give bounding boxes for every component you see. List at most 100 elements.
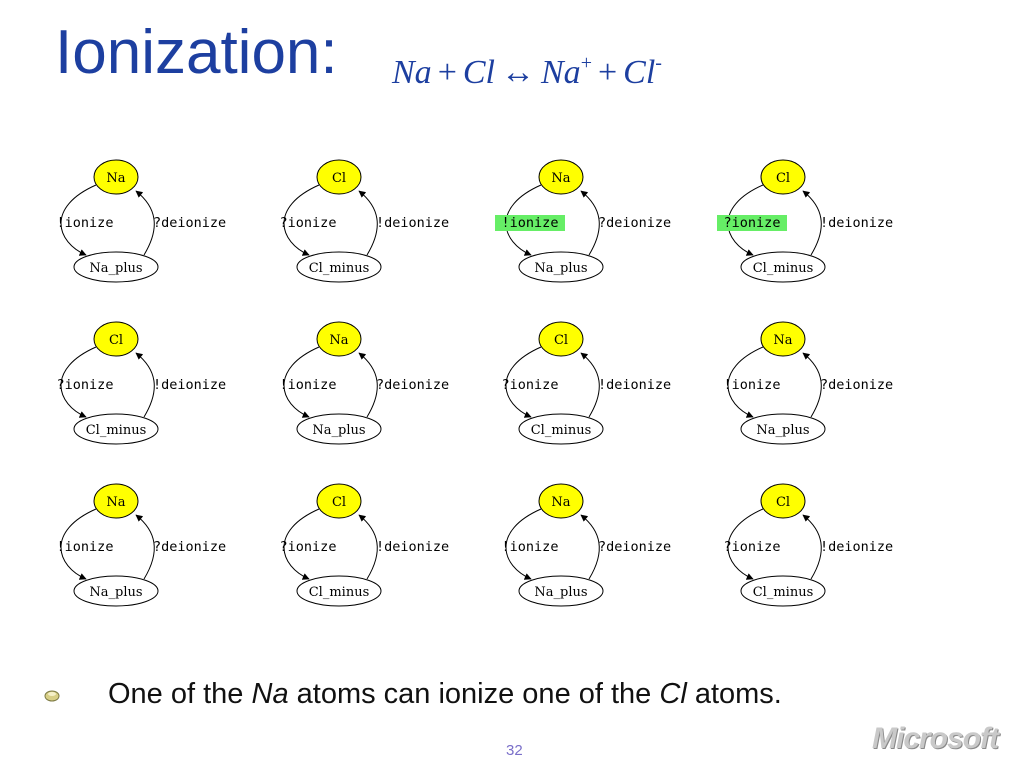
transition-arrow-right <box>135 190 155 256</box>
transition-arrow-left <box>60 508 97 580</box>
state-label-top: Na <box>106 171 125 186</box>
transition-arrow-left <box>60 184 97 256</box>
formula-cl-ion: Cl <box>623 54 656 91</box>
transition-label-left: !ionize <box>502 215 559 231</box>
caption-na: Na <box>251 678 289 710</box>
microsoft-logo: Microsoft <box>872 722 999 755</box>
transition-arrow-right <box>135 352 155 418</box>
transition-label-right: !deionize <box>376 215 449 231</box>
transition-label-right: !deionize <box>153 377 226 393</box>
state-label-top: Na <box>106 495 125 510</box>
state-label-bottom: Cl_minus <box>753 261 814 276</box>
slide-title: Ionization: <box>55 18 338 87</box>
caption-part-2: atoms can ionize one of the <box>288 678 660 710</box>
transition-highlight <box>495 215 565 231</box>
transition-label-right: ?deionize <box>598 215 671 231</box>
formula-na: Na <box>392 54 432 91</box>
reaction-formula: Na+Cl↔Na++Cl- <box>392 52 662 92</box>
transition-label-left: ?ionize <box>57 377 114 393</box>
state-node-bottom <box>296 413 382 445</box>
state-label-bottom: Cl_minus <box>531 423 592 438</box>
state-label-top: Na <box>773 333 792 348</box>
state-node-top <box>316 321 362 357</box>
transition-arrow-right <box>802 352 822 418</box>
transition-arrow-right <box>358 190 378 256</box>
state-label-bottom: Cl_minus <box>309 585 370 600</box>
state-label-top: Na <box>551 171 570 186</box>
state-label-top: Cl <box>554 333 568 348</box>
transition-label-left: !ionize <box>724 377 781 393</box>
formula-cl-charge: - <box>655 52 662 74</box>
transition-label-left: !ionize <box>57 539 114 555</box>
state-node-top <box>760 321 806 357</box>
transition-arrow-right <box>580 190 600 256</box>
transition-label-right: ?deionize <box>598 539 671 555</box>
state-node-bottom <box>296 251 382 283</box>
state-node-bottom <box>518 575 604 607</box>
state-node-bottom <box>518 251 604 283</box>
transition-label-left: !ionize <box>280 377 337 393</box>
transition-arrow-right <box>358 514 378 580</box>
state-node-bottom <box>73 413 159 445</box>
state-node-top <box>538 321 584 357</box>
transition-label-right: !deionize <box>820 539 893 555</box>
state-label-top: Cl <box>332 171 346 186</box>
formula-plus-2: + <box>597 54 618 91</box>
transition-arrow-left <box>727 346 764 418</box>
state-node-top <box>760 159 806 195</box>
state-node-bottom <box>73 251 159 283</box>
state-label-bottom: Na_plus <box>534 585 587 600</box>
transition-arrow-right <box>358 352 378 418</box>
transition-arrow-left <box>283 346 320 418</box>
formula-cl: Cl <box>462 54 495 91</box>
bullet-caption: One of the Na atoms can ionize one of th… <box>108 678 782 711</box>
state-label-bottom: Na_plus <box>534 261 587 276</box>
state-node-top <box>93 159 139 195</box>
state-label-top: Cl <box>776 495 790 510</box>
transition-label-left: ?ionize <box>724 215 781 231</box>
transition-arrow-left <box>505 346 542 418</box>
state-label-bottom: Na_plus <box>89 585 142 600</box>
state-label-top: Na <box>551 495 570 510</box>
transition-arrow-right <box>135 514 155 580</box>
formula-arrow: ↔ <box>501 54 535 91</box>
state-node-top <box>316 159 362 195</box>
transition-label-left: ?ionize <box>724 539 781 555</box>
transition-arrow-left <box>505 508 542 580</box>
state-label-bottom: Cl_minus <box>86 423 147 438</box>
formula-na-charge: + <box>580 52 592 74</box>
state-node-bottom <box>296 575 382 607</box>
transition-label-left: !ionize <box>502 539 559 555</box>
transition-arrow-right <box>580 352 600 418</box>
transition-arrow-left <box>60 346 97 418</box>
bullet-icon <box>44 690 60 702</box>
transition-label-right: !deionize <box>376 539 449 555</box>
transition-label-left: ?ionize <box>502 377 559 393</box>
caption-cl: Cl <box>659 678 687 710</box>
page-number: 32 <box>506 742 523 759</box>
formula-plus: + <box>437 54 457 91</box>
transition-arrow-right <box>580 514 600 580</box>
state-label-top: Cl <box>109 333 123 348</box>
automata-grid: NaNa_plus!ionize?deionizeClCl_minus?ioni… <box>57 159 893 607</box>
transition-label-right: ?deionize <box>820 377 893 393</box>
state-node-bottom <box>73 575 159 607</box>
transition-label-left: ?ionize <box>280 215 337 231</box>
transition-label-right: !deionize <box>820 215 893 231</box>
state-label-top: Na <box>329 333 348 348</box>
state-label-bottom: Cl_minus <box>309 261 370 276</box>
state-node-bottom <box>740 413 826 445</box>
transition-arrow-left <box>283 184 320 256</box>
state-node-top <box>760 483 806 519</box>
transition-label-right: !deionize <box>598 377 671 393</box>
